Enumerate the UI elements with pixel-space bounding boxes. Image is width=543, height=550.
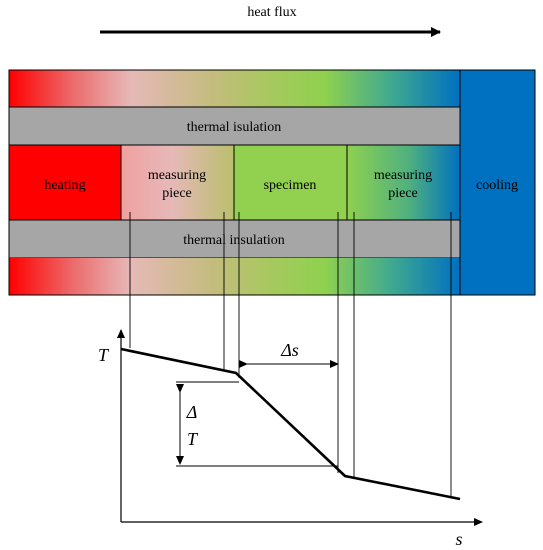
delta-t-label-line2: T — [187, 429, 199, 449]
cooling-block — [460, 70, 535, 295]
heating-label: heating — [44, 178, 85, 193]
temperature-profile-line — [120, 347, 461, 501]
heating-section — [8, 144, 122, 221]
top-gradient-band — [9, 70, 460, 107]
x-axis-label: s — [455, 529, 462, 549]
y-axis-label: T — [98, 345, 110, 365]
cooling-label: cooling — [476, 178, 518, 193]
insulation-top-label: thermal isulation — [187, 120, 281, 135]
insulation-bottom — [8, 219, 461, 259]
bottom-gradient-band — [9, 258, 460, 295]
specimen-label: specimen — [264, 178, 317, 193]
delta-t-label-line1: Δ — [186, 402, 198, 422]
delta-s-label: Δs — [280, 340, 299, 360]
heat-flux-label: heat flux — [247, 5, 296, 20]
probe-lines — [129, 212, 452, 497]
measuring-piece-right-label-line2: piece — [388, 186, 418, 201]
measuring-piece-left-label-line1: measuring — [148, 168, 206, 183]
apparatus-frame — [8, 69, 536, 296]
measuring-piece-left-label-line2: piece — [162, 186, 192, 201]
measuring-piece-right-label-line1: measuring — [374, 168, 432, 183]
insulation-bottom-label: thermal insulation — [183, 233, 284, 248]
